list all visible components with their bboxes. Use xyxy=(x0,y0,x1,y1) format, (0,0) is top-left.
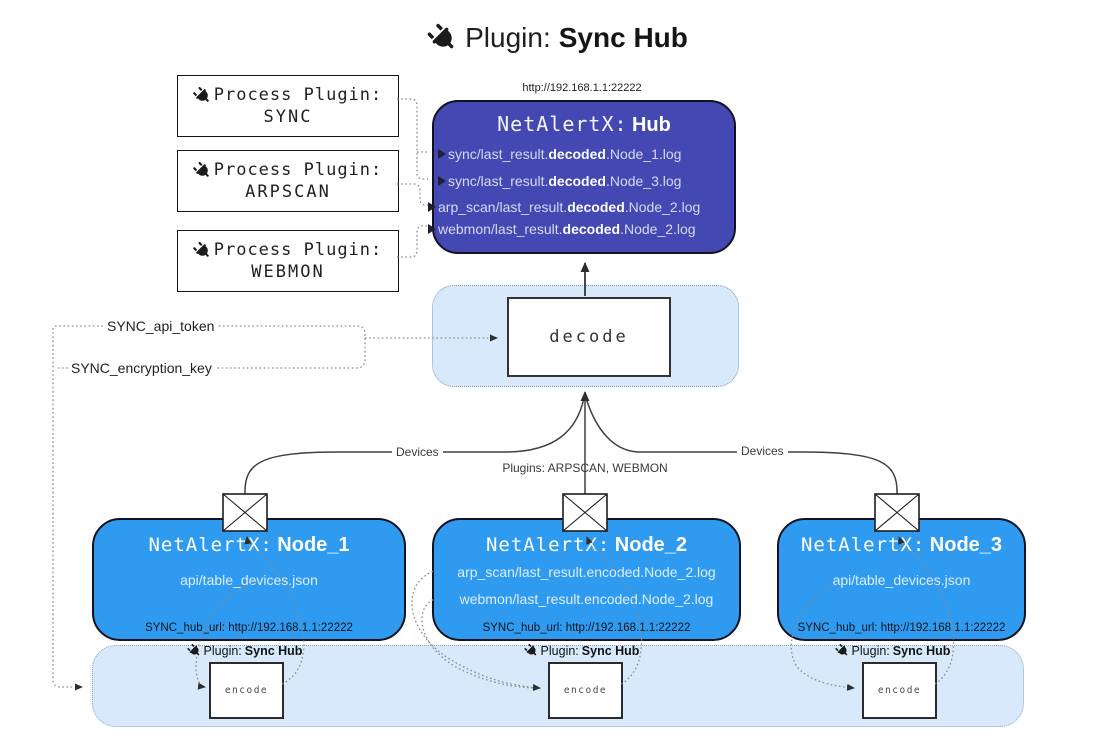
hub-url: http://192.168.1.1:22222 xyxy=(522,82,642,94)
node-2-box: NetAlertX: Node_2 arp_scan/last_result.e… xyxy=(432,518,741,641)
process-plugin-label: Process Plugin: xyxy=(213,85,383,105)
process-plugin-label: Process Plugin: xyxy=(213,240,383,260)
process-plugin-label: Process Plugin: xyxy=(213,160,383,180)
plug-icon xyxy=(427,23,454,49)
node-3-box: NetAlertX: Node_3 api/table_devices.json… xyxy=(777,518,1026,641)
node-hub-url: SYNC_hub_url: http://192.168.1.1:22222 xyxy=(482,622,691,634)
arrow-right-icon xyxy=(438,149,446,159)
node-log-line: arp_scan/last_result.encoded.Node_2.log xyxy=(457,564,716,580)
plug-icon xyxy=(523,643,536,656)
title-name: Sync Hub xyxy=(558,22,688,53)
edge-arpscan-to-hub xyxy=(397,183,428,206)
edge-label-devices-left: Devices xyxy=(392,445,443,459)
node-title: NetAlertX: Node_3 xyxy=(800,534,1003,556)
encode-box: encode xyxy=(209,662,284,719)
process-plugin-arpscan: Process Plugin: ARPSCAN xyxy=(177,150,399,212)
hub-box: NetAlertX: Hub sync/last_result.decoded.… xyxy=(428,100,738,254)
plug-icon xyxy=(186,643,199,656)
node-log-line: api/table_devices.json xyxy=(180,572,318,588)
process-plugin-sync: Process Plugin: SYNC xyxy=(177,75,399,137)
plug-icon xyxy=(192,161,209,177)
page-title: Plugin: Sync Hub xyxy=(0,16,1117,60)
hub-log-line: sync/last_result.decoded.Node_3.log xyxy=(434,171,738,191)
process-plugin-name: SYNC xyxy=(263,107,313,127)
band-plugin-label: Plugin:Sync Hub xyxy=(517,642,647,659)
node-log-line: webmon/last_result.encoded.Node_2.log xyxy=(459,591,714,607)
hub-log-line: sync/last_result.decoded.Node_1.log xyxy=(434,144,738,164)
plug-icon xyxy=(192,86,209,102)
plug-icon xyxy=(192,241,209,257)
edge-label-plugins: Plugins: ARPSCAN, WEBMON xyxy=(502,461,668,475)
sync-encryption-key-label: SYNC_encryption_key xyxy=(68,360,215,376)
band-plugin-label: Plugin:Sync Hub xyxy=(828,642,958,659)
encode-box: encode xyxy=(862,662,937,719)
plug-icon xyxy=(834,643,847,656)
node-title: NetAlertX: Node_2 xyxy=(485,534,688,556)
node-1-box: NetAlertX: Node_1 api/table_devices.json… xyxy=(92,518,406,641)
node-title: NetAlertX: Node_1 xyxy=(148,534,350,556)
encode-box: encode xyxy=(548,662,623,719)
sync-api-token-label: SYNC_api_token xyxy=(104,318,218,334)
node-hub-url: SYNC_hub_url: http://192.168.1.1:22222 xyxy=(145,622,353,634)
hub-log-line: webmon/last_result.decoded.Node_2.log xyxy=(428,219,734,239)
process-plugin-name: ARPSCAN xyxy=(245,182,331,202)
arrow-right-icon xyxy=(428,224,436,234)
node-log-line: api/table_devices.json xyxy=(832,572,971,588)
hub-title: NetAlertX: Hub xyxy=(497,112,671,136)
process-plugin-name: WEBMON xyxy=(251,262,325,282)
edge-webmon-to-hub xyxy=(397,225,428,258)
process-plugin-webmon: Process Plugin: WEBMON xyxy=(177,230,399,292)
band-plugin-label: Plugin:Sync Hub xyxy=(180,642,310,659)
node-hub-url: SYNC_hub_url: http://192.168.1.1:22222 xyxy=(797,622,1006,634)
arrow-right-icon xyxy=(438,176,446,186)
arrow-right-icon xyxy=(428,202,436,212)
decode-box: decode xyxy=(507,297,671,377)
title-prefix: Plugin: xyxy=(465,22,551,53)
hub-log-line: arp_scan/last_result.decoded.Node_2.log xyxy=(428,197,734,217)
edge-secrets-left-vertical xyxy=(52,328,83,691)
edge-label-devices-right: Devices xyxy=(737,444,788,458)
edge-sync-to-hub xyxy=(397,98,428,180)
